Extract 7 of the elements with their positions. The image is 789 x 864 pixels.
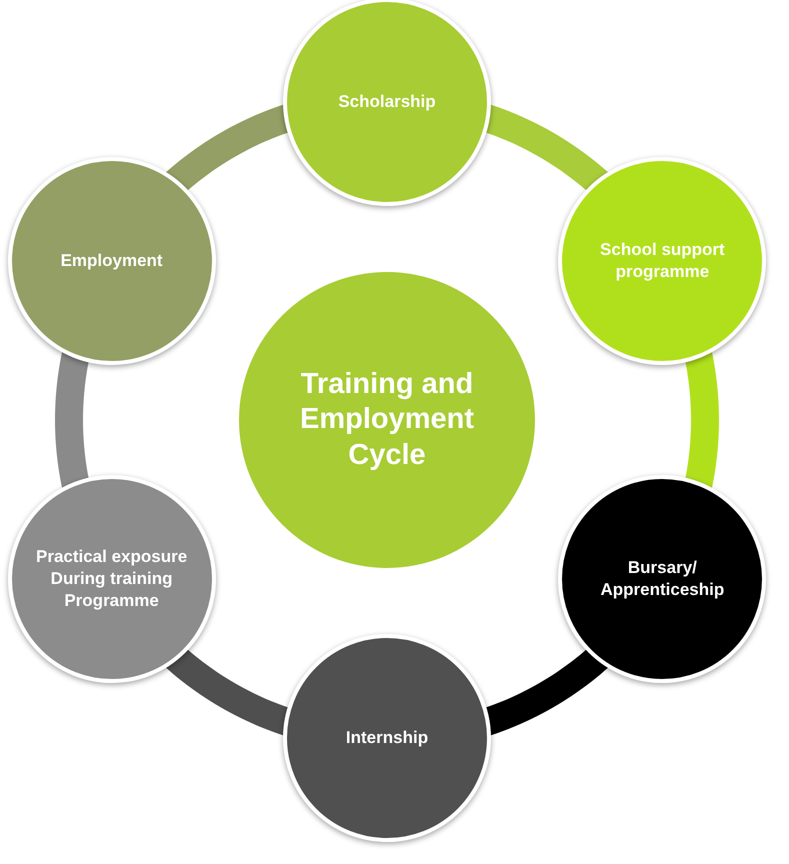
stage-label: Scholarship (337, 90, 437, 113)
stage-label: Bursary/ Apprenticeship (600, 556, 726, 601)
stage-label: Internship (344, 726, 430, 749)
stage-label: Employment (60, 250, 164, 272)
stage-label: Training and Employment Cycle (298, 366, 476, 473)
stage-label: School support programme (599, 238, 726, 283)
stage-label: Practical exposure During training Programme (34, 546, 188, 612)
